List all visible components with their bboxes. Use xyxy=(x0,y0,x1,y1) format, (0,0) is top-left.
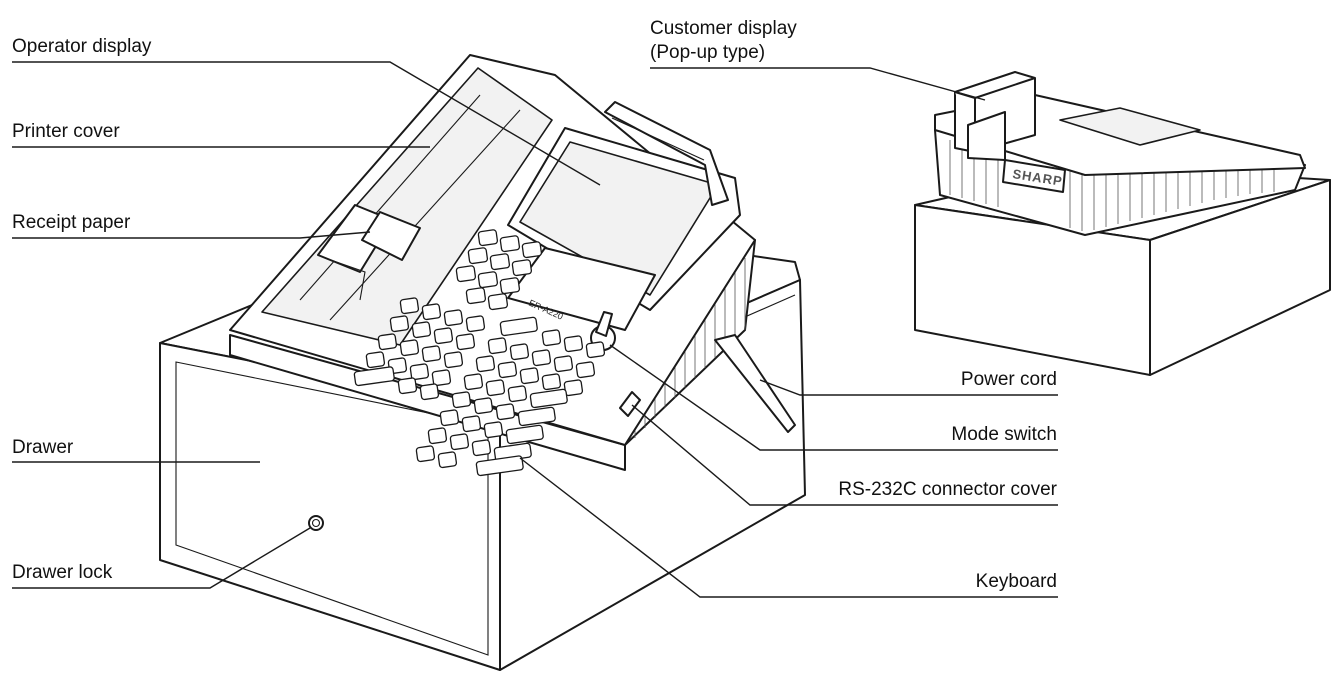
label-power-cord: Power cord xyxy=(960,369,1057,390)
keyboard-keys xyxy=(353,229,606,477)
rear-view-register: SHARP xyxy=(914,71,1331,376)
label-customer-display-type: (Pop-up type) xyxy=(650,42,766,63)
label-receipt-paper: Receipt paper xyxy=(12,212,131,233)
label-drawer: Drawer xyxy=(12,437,74,458)
power-cord xyxy=(714,334,796,433)
label-customer-display: Customer display xyxy=(650,18,797,39)
customer-display-unit xyxy=(954,71,1036,161)
drawer-lock xyxy=(308,515,324,531)
label-drawer-lock: Drawer lock xyxy=(12,562,113,583)
label-keyboard: Keyboard xyxy=(975,571,1057,592)
label-printer-cover: Printer cover xyxy=(12,121,120,142)
rs232c-cover-shape xyxy=(619,391,641,417)
register-body: ER-A220 xyxy=(229,54,756,471)
label-rs232c-connector-cover: RS-232C connector cover xyxy=(838,479,1057,500)
label-mode-switch: Mode switch xyxy=(951,424,1057,445)
label-operator-display: Operator display xyxy=(12,36,152,57)
leader-lines xyxy=(12,61,1058,598)
